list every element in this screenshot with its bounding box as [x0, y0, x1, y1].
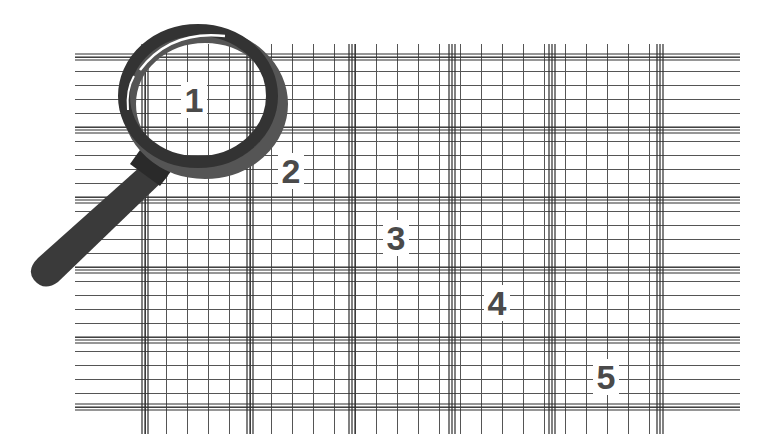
callout-number: 3: [383, 220, 410, 256]
triple-horizontal-lines: [75, 54, 740, 410]
thin-horizontal-lines: [75, 50, 740, 412]
magnifying-glass: [31, 30, 281, 287]
triple-vertical-lines: [142, 44, 663, 434]
callout-number: 2: [278, 153, 305, 189]
callout-number: 1: [181, 82, 208, 118]
callout-number: 4: [484, 285, 511, 321]
callout-number: 5: [593, 359, 620, 395]
